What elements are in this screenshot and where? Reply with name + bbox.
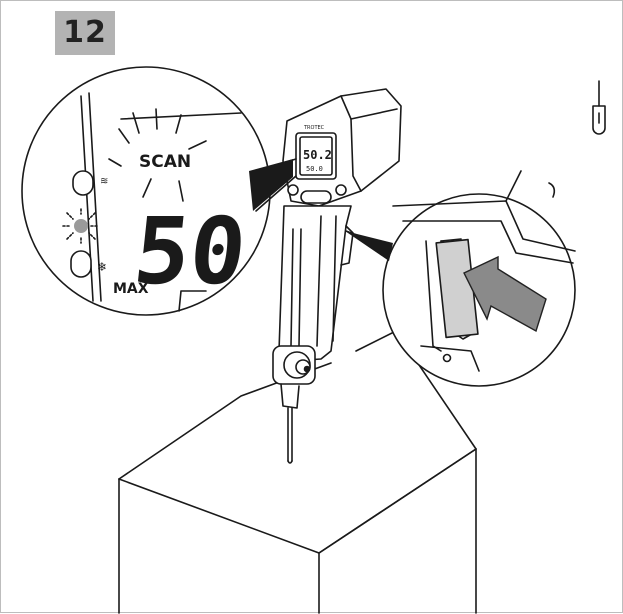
zoom-circle-trigger (345, 170, 576, 387)
scan-label: SCAN (139, 152, 191, 172)
device-reading: 50.2 (303, 148, 332, 162)
heat-icon: ≋ (100, 176, 108, 187)
measuring-device (272, 88, 402, 464)
snowflake-icon: ❄ (97, 260, 107, 274)
brand-label: TROTEC (303, 125, 325, 131)
max-label: MAX (113, 281, 149, 297)
probe-sensor-icon (592, 80, 606, 135)
device-subreading: 50.0 (306, 165, 323, 173)
reading-digits: 50 (129, 197, 251, 305)
step-number-badge: 12 (55, 11, 115, 55)
push-arrow-icon (463, 255, 547, 333)
zoom-circle-display (21, 66, 297, 316)
